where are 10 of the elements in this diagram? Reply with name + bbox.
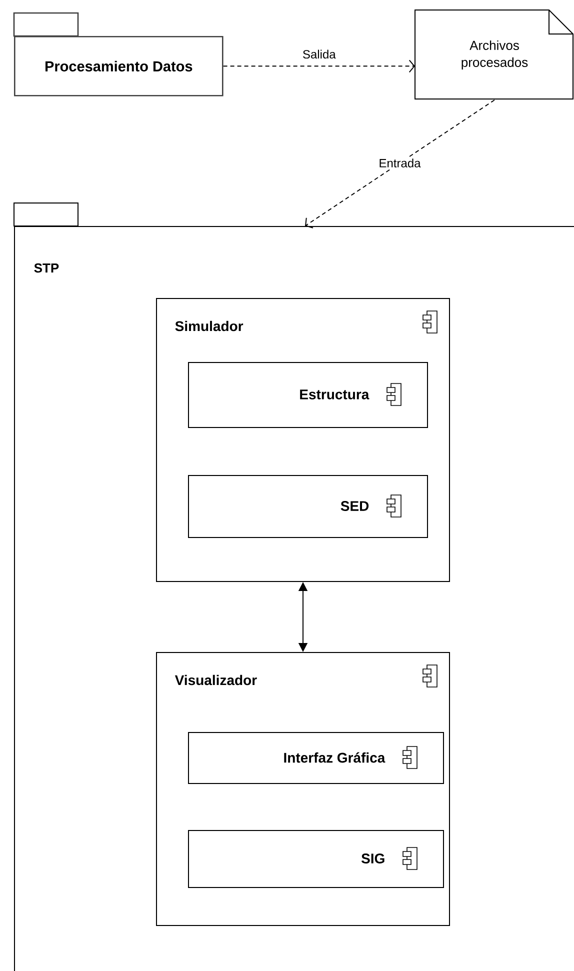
component-box: Estructura (188, 362, 428, 428)
component-box: SED (188, 475, 428, 538)
edge-label: Entrada (380, 158, 421, 168)
package-box: Procesamiento Datos (13, 12, 224, 96)
edge-label: Salida (303, 50, 336, 59)
note-box: Archivos procesados (414, 10, 574, 100)
arrow (222, 60, 415, 73)
component-box: SIG (188, 830, 444, 888)
component-box: Interfaz Gráfica (188, 732, 444, 784)
arrow (305, 100, 495, 228)
